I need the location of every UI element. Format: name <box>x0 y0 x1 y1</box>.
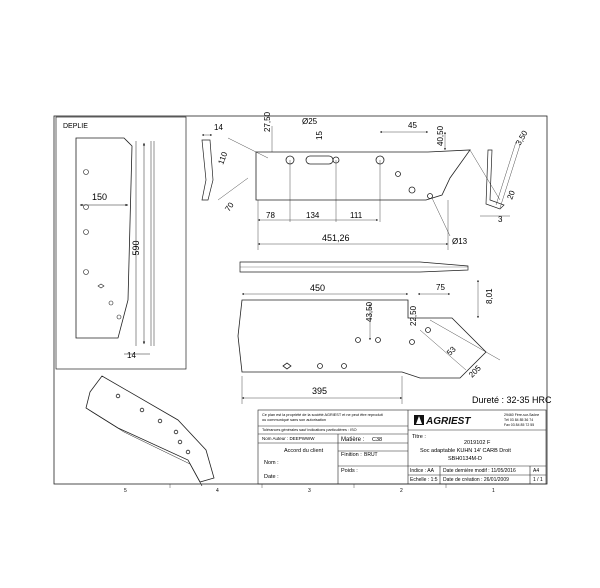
creation-date: Date de création : 26/01/2009 <box>443 477 509 483</box>
dim-395: 395 <box>312 386 327 396</box>
dim-53: 53 <box>445 344 458 357</box>
bottom-view <box>237 299 487 379</box>
dim-15: 15 <box>315 131 324 140</box>
section-view <box>469 141 521 217</box>
dim-3: 3 <box>498 215 503 224</box>
legal-note-1: Ce plan est la propriété de la société A… <box>262 413 384 417</box>
dim-20: 20 <box>505 189 517 201</box>
title-block <box>257 409 547 485</box>
dim-111: 111 <box>350 211 363 220</box>
title-label: Titre : <box>412 434 426 440</box>
unfolded-thickness-label: 14 <box>127 351 136 360</box>
sheet-format: A4 <box>533 468 539 474</box>
finish-value: BRUT <box>364 452 378 458</box>
hole <box>108 300 114 306</box>
hole <box>116 314 122 320</box>
weight-label: Poids : <box>341 468 358 474</box>
front-view <box>255 149 471 201</box>
address-line-3: Fax 03 84 85 72 55 <box>504 423 534 427</box>
unfolded-frame <box>55 116 187 370</box>
dim-diameter-25: Ø25 <box>302 117 318 126</box>
hole <box>83 169 89 175</box>
dim-45: 45 <box>408 121 417 130</box>
front-view-dim-lines <box>257 126 451 250</box>
unfolded-title: DEPLIE <box>63 123 88 130</box>
tolerance-note: Tolérances générales sauf indications pa… <box>262 428 357 432</box>
legal-note-2: ou communiqué sans son autorisation <box>262 418 326 422</box>
dim-75: 75 <box>436 283 445 292</box>
unfolded-holes <box>83 169 122 320</box>
unfolded-outline <box>75 137 133 339</box>
part-description: Soc adaptable KUHN 14' CARB Droit <box>420 448 511 454</box>
hole <box>83 269 89 275</box>
hole <box>83 229 89 235</box>
material-label: Matière : <box>341 437 365 443</box>
brand-name: AGRIEST <box>425 416 471 427</box>
dim-3-50: 3,50 <box>514 129 530 147</box>
bottom-view-dim-lines <box>241 279 501 404</box>
dim-134: 134 <box>306 211 320 220</box>
unfolded-length-label: 590 <box>131 240 141 255</box>
dim-70: 70 <box>223 200 236 213</box>
finish-label: Finition : <box>341 452 362 458</box>
last-modified: Date dernière modif : 11/05/2016 <box>443 468 516 474</box>
hole <box>97 283 105 289</box>
drawing-number: 2019102 F <box>464 440 491 446</box>
zone-number: 3 <box>308 488 311 494</box>
dim-78: 78 <box>266 211 275 220</box>
isometric-view <box>85 375 215 487</box>
dim-110: 110 <box>216 150 229 166</box>
client-approval: Accord du client <box>284 448 324 454</box>
zone-number: 2 <box>400 488 403 494</box>
unfolded-width-label: 150 <box>92 192 107 202</box>
zone-number: 1 <box>492 488 495 494</box>
material-value: C38 <box>372 437 382 443</box>
dim-diameter-13: Ø13 <box>452 237 468 246</box>
address-line-1: 29460 Fère-sur-Saône <box>504 413 539 417</box>
name-label: Nom : <box>264 460 279 466</box>
dim-451-26: 451,26 <box>322 233 350 243</box>
side-view <box>201 134 269 201</box>
zone-number: 4 <box>216 488 219 494</box>
index: Indice : AA <box>410 468 435 474</box>
dim-8-01: 8,01 <box>485 288 494 304</box>
hardness-note: Dureté : 32-35 HRC <box>472 395 552 405</box>
address-line-2: Tél 03 84 85 36 74 <box>504 418 533 422</box>
part-reference: SBH0134M-D <box>448 456 482 462</box>
dim-22-50: 22,50 <box>409 305 418 326</box>
dim-43-50: 43,50 <box>365 301 374 322</box>
dim-205: 205 <box>467 363 483 379</box>
border-zone-ticks <box>169 484 447 488</box>
dim-40-50: 40,50 <box>436 125 445 146</box>
date-label: Date : <box>264 474 279 480</box>
border-zone-numbers: 5 4 3 2 1 <box>124 488 495 494</box>
agriest-logo: AGRIEST <box>414 415 471 427</box>
scale: Echelle : 1:5 <box>410 477 438 483</box>
top-view <box>239 261 469 273</box>
dim-450: 450 <box>310 283 325 293</box>
unfolded-view: DEPLIE 590 150 14 <box>55 116 187 370</box>
author: Nom Auteur : DEEPWWW <box>262 436 315 441</box>
dim-27-50: 27,50 <box>263 111 272 132</box>
zone-number: 5 <box>124 488 127 494</box>
dim-14: 14 <box>214 123 223 132</box>
sheet-count: 1 / 1 <box>533 477 543 483</box>
